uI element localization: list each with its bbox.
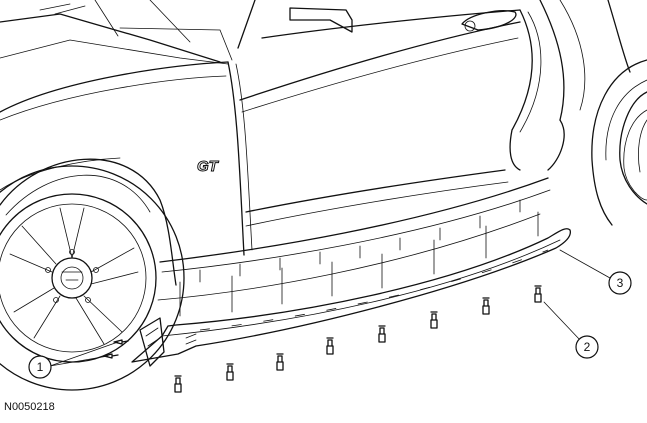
rear-wheel	[619, 91, 647, 205]
end-cap-screw	[113, 339, 129, 345]
alignment-guides	[179, 211, 539, 317]
push-pin-fastener	[226, 363, 234, 381]
vehicle-body	[0, 0, 647, 301]
push-pin-fastener	[430, 311, 438, 329]
callout-1-label: 1	[37, 360, 44, 374]
push-pin-fastener	[174, 375, 182, 393]
end-cap-screw	[103, 353, 119, 359]
callout-2: 2	[543, 301, 599, 359]
callout-3: 3	[559, 249, 632, 295]
gt-badge: GT	[197, 158, 220, 175]
push-pin-fastener	[378, 325, 386, 343]
front-wheel	[0, 165, 185, 391]
push-pin-fastener	[326, 337, 334, 355]
push-pin-fastener	[482, 297, 490, 315]
callout-3-label: 3	[617, 276, 624, 290]
figure-id: N0050218	[4, 401, 55, 413]
push-pin-fasteners	[103, 285, 542, 393]
rocker-panel-molding	[131, 228, 572, 367]
push-pin-fastener	[534, 285, 542, 303]
push-pin-fastener	[276, 353, 284, 371]
callout-2-label: 2	[584, 340, 591, 354]
callout-1: 1	[28, 341, 119, 379]
